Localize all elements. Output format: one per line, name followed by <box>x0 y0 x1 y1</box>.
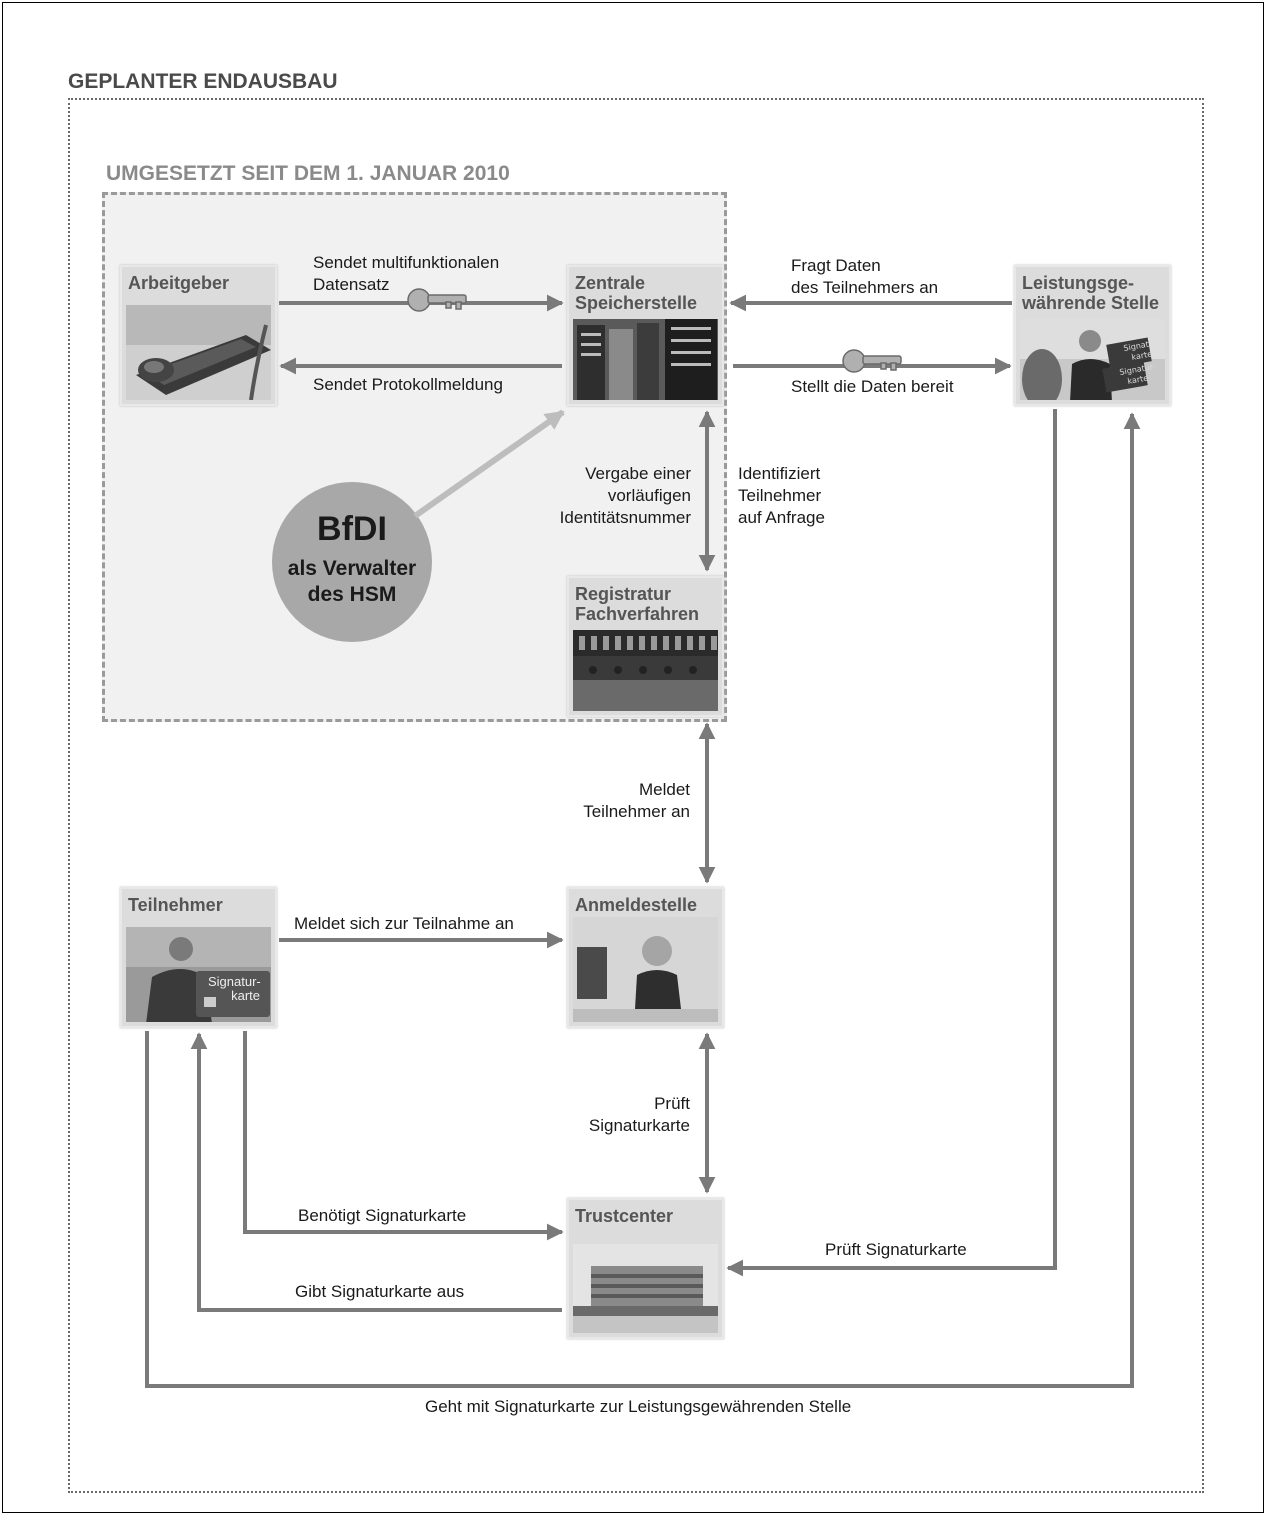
label-stellt-daten: Stellt die Daten bereit <box>791 377 954 396</box>
label-gibt-aus: Gibt Signaturkarte aus <box>295 1282 465 1301</box>
node-arbeitgeber: Arbeitgeber <box>120 265 277 406</box>
server-rack-photo <box>573 319 718 400</box>
building-photo <box>573 1244 718 1333</box>
node-title: Anmeldestelle <box>575 895 698 915</box>
patch-panel-photo <box>573 630 718 711</box>
label-prueft-signaturkarte-leistung: Prüft Signaturkarte <box>825 1240 967 1259</box>
label-sendet-datensatz: Sendet multifunktionalen Datensatz <box>313 253 500 294</box>
node-teilnehmer: Teilnehmer Signatur- karte <box>120 887 277 1028</box>
node-trustcenter: Trustcenter <box>567 1198 724 1339</box>
label-prueft-signaturkarte: Prüft Signaturkarte <box>588 1094 690 1135</box>
node-zentrale-speicherstelle: Zentrale Speicherstelle <box>567 265 724 406</box>
inner-title: UMGESETZT SEIT DEM 1. JANUAR 2010 <box>106 162 510 185</box>
meeting-photo: Signatur- karte Signatur- karte <box>1020 319 1165 400</box>
label-vergabe: Vergabe einer vorläufigen Identitätsnumm… <box>559 464 691 527</box>
node-anmeldestelle: Anmeldestelle <box>567 887 724 1028</box>
node-title: Zentrale Speicherstelle <box>575 273 698 313</box>
node-leistungsgewaehrende-stelle: Leistungsge- währende Stelle Signatur- k… <box>1014 265 1171 406</box>
node-title: Arbeitgeber <box>128 273 230 293</box>
node-title: Trustcenter <box>575 1206 674 1226</box>
label-sendet-protokoll: Sendet Protokollmeldung <box>313 375 503 394</box>
node-registratur-fachverfahren: Registratur Fachverfahren <box>567 576 724 717</box>
bfdi-name: BfDI <box>317 510 387 548</box>
node-title: Leistungsge- währende Stelle <box>1022 273 1160 313</box>
label-meldet-sich: Meldet sich zur Teilnahme an <box>294 914 514 933</box>
receptionist-photo <box>573 917 718 1022</box>
outer-area <box>68 98 1204 1493</box>
label-fragt-daten: Fragt Daten des Teilnehmers an <box>791 256 939 297</box>
card-text: karte <box>1127 373 1149 385</box>
node-title: Teilnehmer <box>128 895 223 915</box>
card-text: karte <box>1131 349 1153 361</box>
card-label: Signatur- karte <box>208 974 261 1003</box>
bfdi-subtitle: als Verwalter des HSM <box>287 557 417 606</box>
label-geht-mit: Geht mit Signaturkarte zur Leistungsgewä… <box>425 1397 852 1416</box>
bfdi-circle: BfDI als Verwalter des HSM <box>272 482 432 642</box>
label-meldet-an: Meldet Teilnehmer an <box>583 780 690 821</box>
keyboard-photo <box>126 305 271 400</box>
label-benoetigt: Benötigt Signaturkarte <box>298 1206 467 1225</box>
outer-title: GEPLANTER ENDAUSBAU <box>68 70 338 93</box>
label-identifiziert: Identifiziert Teilnehmer auf Anfrage <box>738 464 825 527</box>
node-title: Registratur Fachverfahren <box>575 584 700 624</box>
